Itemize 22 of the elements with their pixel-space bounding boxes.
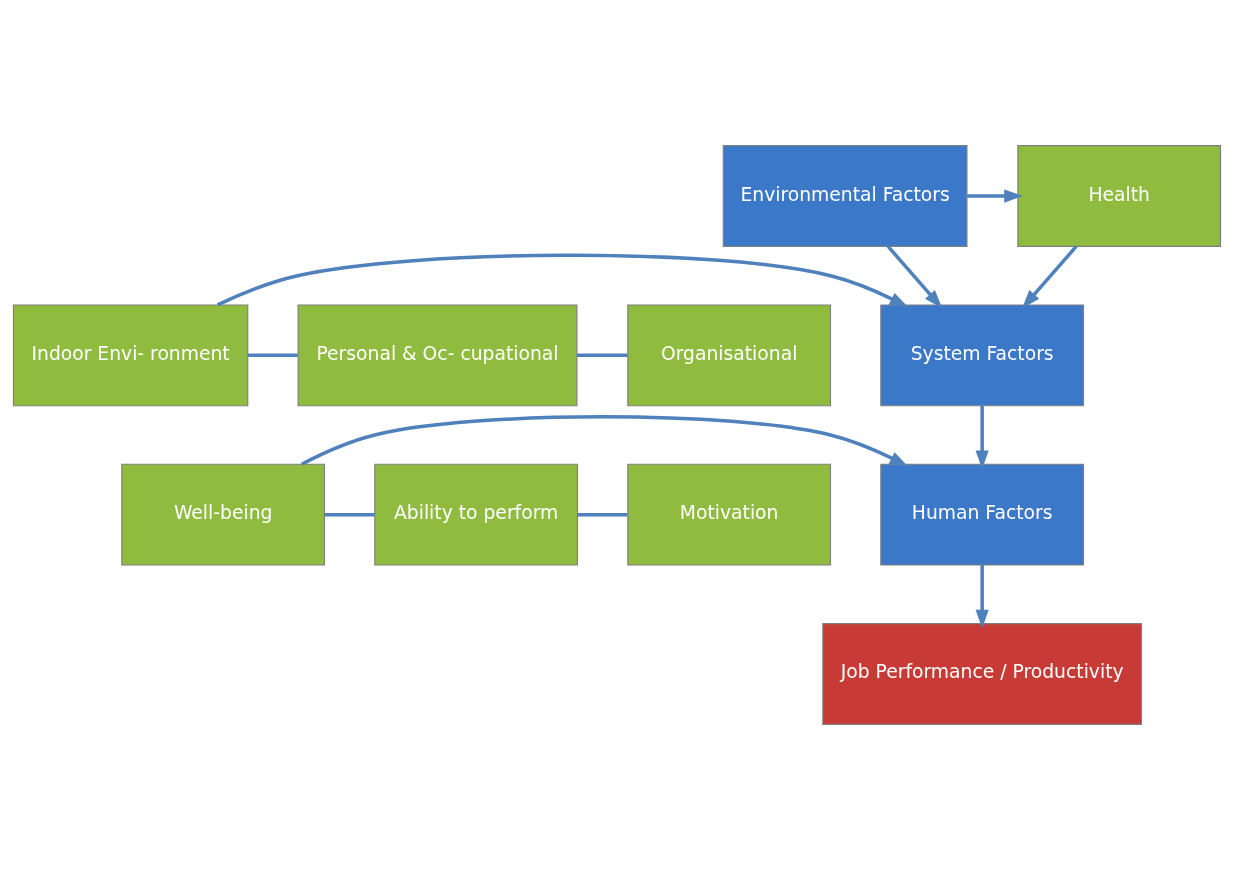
node-box: Organisational (627, 304, 832, 407)
connector (577, 512, 628, 517)
node-box: Well-being (121, 463, 326, 566)
node-box: Job Performance / Productivity (822, 623, 1143, 725)
connector (247, 353, 298, 358)
arrow (975, 405, 989, 470)
node-box: Environmental Factors (722, 145, 968, 247)
arrow (300, 415, 909, 467)
node-box: System Factors (880, 304, 1085, 407)
arrow (967, 189, 1023, 203)
node-box: Personal & Oc- cupational (297, 304, 578, 407)
node-box: Indoor Envi- ronment (12, 304, 249, 407)
node-box: Ability to perform (374, 463, 579, 566)
arrow (1021, 245, 1078, 309)
node-box: Health (1017, 145, 1222, 247)
node-box: Motivation (627, 463, 832, 566)
arrow (886, 245, 943, 309)
node-box: Human Factors (880, 463, 1085, 566)
arrow (216, 253, 909, 308)
arrow (975, 565, 989, 629)
connector (577, 353, 628, 358)
connector (324, 512, 375, 517)
